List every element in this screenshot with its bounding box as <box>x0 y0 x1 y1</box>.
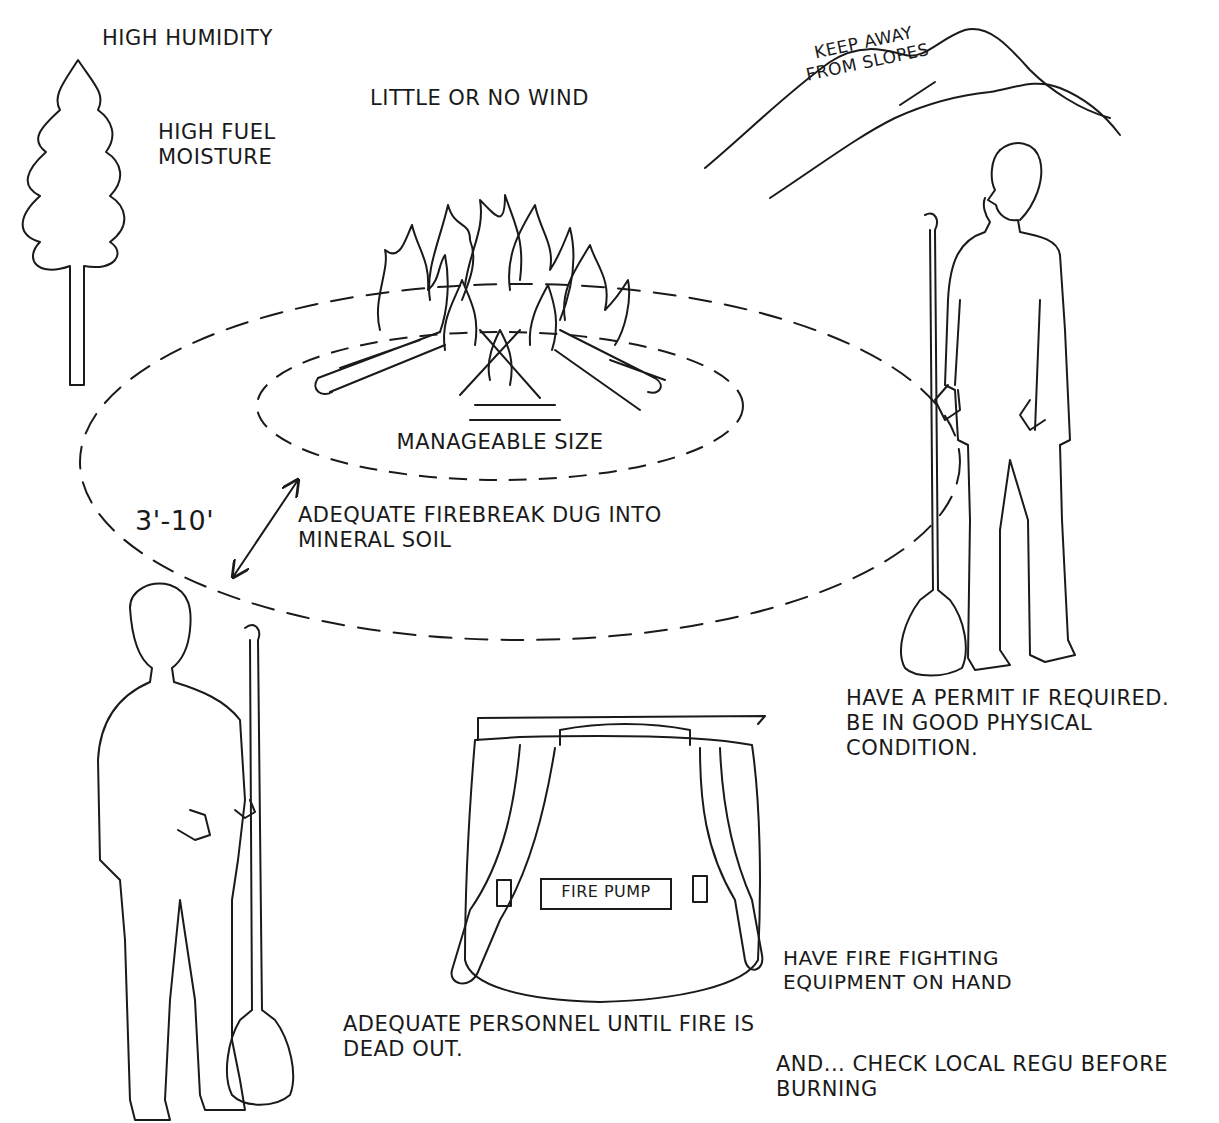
mountain-ridge <box>770 84 1120 198</box>
shovel <box>227 625 293 1105</box>
node-text: FIRE PUMP <box>542 882 670 901</box>
leader-line <box>900 82 935 105</box>
firebreak-outline <box>80 284 960 640</box>
ellipse-outline <box>257 332 743 480</box>
fire-pump-label: FIRE PUMP <box>540 878 672 910</box>
note-label: HIGH FUEL MOISTURE <box>158 120 308 170</box>
note-label: HAVE A PERMIT IF REQUIRED. BE IN GOOD PH… <box>846 686 1196 762</box>
note-label: HIGH HUMIDITY <box>102 26 342 51</box>
tree <box>23 60 125 385</box>
shovel <box>901 214 966 676</box>
note-label: ADEQUATE PERSONNEL UNTIL FIRE IS DEAD OU… <box>343 1012 763 1062</box>
note-label: HAVE FIRE FIGHTING EQUIPMENT ON HAND <box>783 946 1093 994</box>
fire-pump <box>452 716 765 1002</box>
note-label: AND... CHECK LOCAL REGU BEFORE BURNING <box>776 1052 1216 1102</box>
person <box>935 143 1075 670</box>
note-label: ADEQUATE FIREBREAK DUG INTO MINERAL SOIL <box>298 503 678 553</box>
manageable-size-ellipse: MANAGEABLE SIZE <box>255 330 745 482</box>
note-label: LITTLE OR NO WIND <box>370 86 670 111</box>
note-label: KEEP AWAY FROM SLOPES <box>788 17 943 88</box>
ellipse-outline <box>255 330 745 482</box>
dimension-arrow <box>233 480 298 577</box>
note-label: 3'-10' <box>135 505 255 537</box>
campfire <box>315 195 665 420</box>
node-text: MANAGEABLE SIZE <box>255 430 745 454</box>
